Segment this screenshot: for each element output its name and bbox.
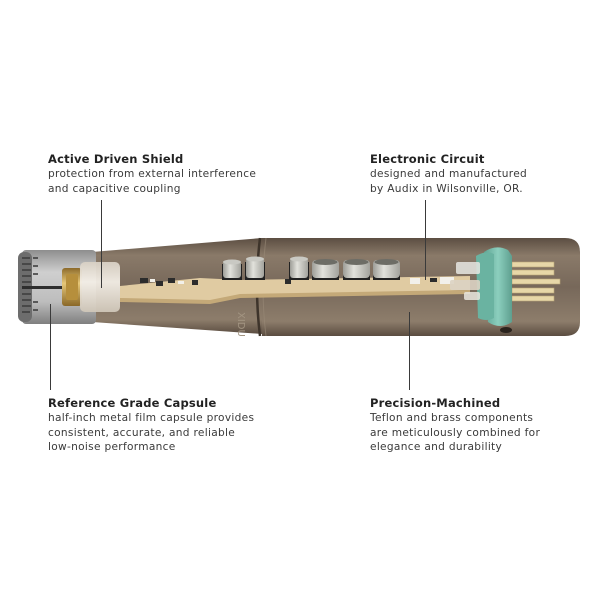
- leader-line-electronic-circuit: [425, 200, 427, 280]
- callout-reference-grade-capsule: Reference Grade Capsule half-inch metal …: [48, 396, 254, 455]
- pcb-board: [120, 276, 470, 304]
- brass-connector: [62, 268, 82, 306]
- callout-active-driven-shield: Active Driven Shield protection from ext…: [48, 152, 256, 196]
- callout-title: Precision-Machined: [370, 396, 501, 410]
- callout-description: half-inch metal film capsule provides co…: [48, 412, 255, 453]
- callout-precision-machined: Precision-Machined Teflon and brass comp…: [370, 396, 540, 455]
- callout-title: Electronic Circuit: [370, 152, 485, 166]
- leader-line-reference-grade-capsule: [50, 304, 52, 390]
- callout-title: Active Driven Shield: [48, 152, 184, 166]
- callout-description: Teflon and brass components are meticulo…: [370, 412, 541, 453]
- leader-line-active-driven-shield: [101, 200, 103, 288]
- callout-electronic-circuit: Electronic Circuit designed and manufact…: [370, 152, 527, 196]
- callout-description: protection from external interference an…: [48, 168, 257, 195]
- body-engraving: XIDU: [235, 312, 246, 337]
- teflon-shield-ring: [80, 262, 120, 312]
- callout-description: designed and manufactured by Audix in Wi…: [370, 168, 528, 195]
- callout-title: Reference Grade Capsule: [48, 396, 217, 410]
- xlr-connector: [450, 247, 561, 333]
- leader-line-precision-machined: [409, 312, 411, 390]
- capacitors: [222, 256, 400, 280]
